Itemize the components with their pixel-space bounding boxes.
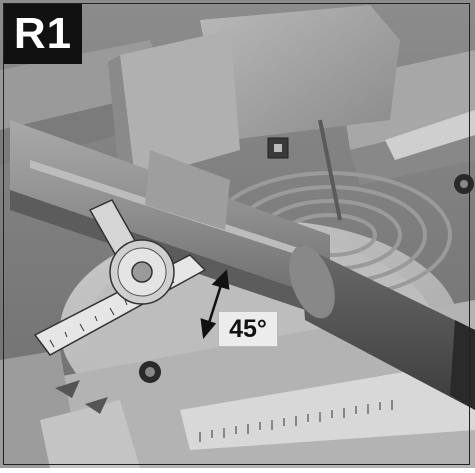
angle-arrow	[200, 269, 230, 340]
motor-housing	[200, 5, 400, 140]
saw-handle	[300, 245, 475, 410]
figure-label: R1	[4, 4, 82, 64]
angle-label: 45°	[218, 311, 278, 347]
protractor-knob	[131, 261, 153, 283]
scale-plate	[180, 360, 475, 450]
blade-guard	[120, 30, 240, 180]
